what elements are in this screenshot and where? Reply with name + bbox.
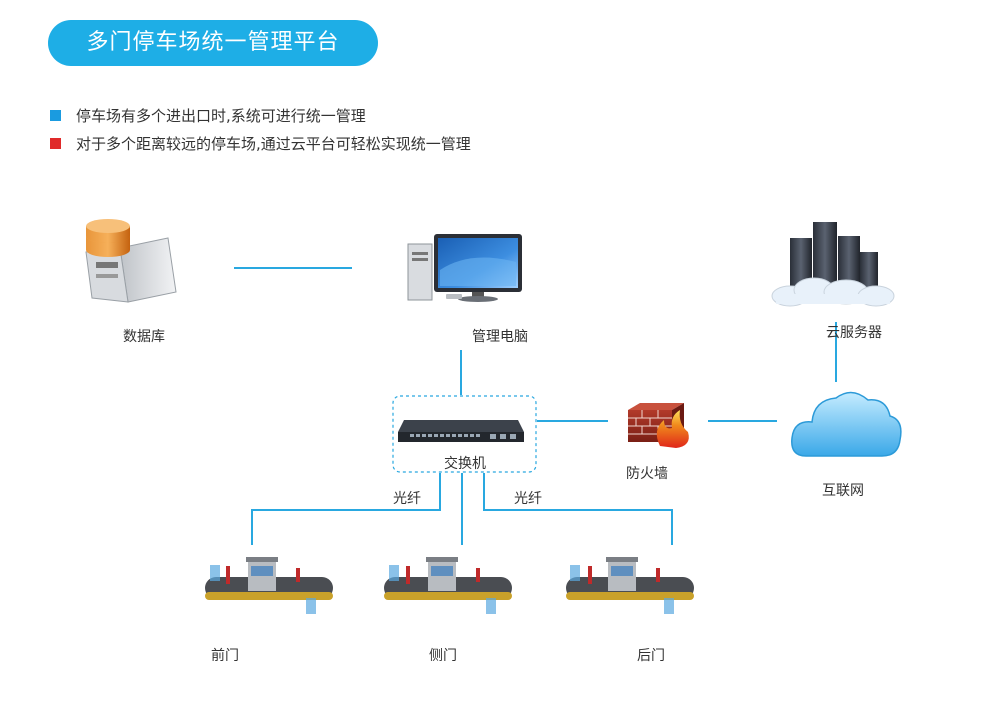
bullet-text: 停车场有多个进出口时,系统可进行统一管理 bbox=[76, 106, 366, 125]
database-label: 数据库 bbox=[123, 329, 165, 345]
cloud-server-label: 云服务器 bbox=[826, 325, 882, 341]
gate-front-illustration bbox=[205, 557, 333, 614]
connection-lines bbox=[234, 267, 837, 545]
firewall-label: 防火墙 bbox=[626, 466, 668, 482]
bullet-text: 对于多个距离较远的停车场,通过云平台可轻松实现统一管理 bbox=[76, 134, 471, 153]
side-gate-label: 侧门 bbox=[429, 648, 457, 664]
bullet-item-cloud: 对于多个距离较远的停车场,通过云平台可轻松实现统一管理 bbox=[50, 129, 471, 157]
gate-back-illustration bbox=[566, 557, 694, 614]
firewall-icon bbox=[628, 403, 689, 448]
database-icon bbox=[85, 219, 177, 303]
bullet-list: 停车场有多个进出口时,系统可进行统一管理 对于多个距离较远的停车场,通过云平台可… bbox=[50, 101, 471, 157]
blue-square-icon bbox=[50, 109, 61, 121]
internet-label: 互联网 bbox=[822, 483, 864, 499]
switch-label: 交换机 bbox=[444, 456, 486, 472]
fiber-left-label: 光纤 bbox=[393, 491, 421, 507]
switch-frame bbox=[392, 395, 537, 473]
gate-side-illustration bbox=[384, 557, 512, 614]
line-switch-back bbox=[483, 473, 673, 545]
computer-label: 管理电脑 bbox=[472, 329, 528, 345]
front-gate-label: 前门 bbox=[211, 648, 239, 664]
computer-icon bbox=[407, 234, 522, 302]
switch-icon bbox=[398, 420, 524, 442]
bullet-item-multi-entrance: 停车场有多个进出口时,系统可进行统一管理 bbox=[50, 101, 471, 129]
back-gate-label: 后门 bbox=[637, 648, 665, 664]
fiber-right-label: 光纤 bbox=[514, 491, 542, 507]
cloud-server-icon bbox=[771, 222, 895, 307]
page-title: 多门停车场统一管理平台 bbox=[48, 20, 378, 66]
red-square-icon bbox=[50, 137, 61, 149]
internet-cloud-icon bbox=[791, 391, 902, 457]
line-switch-front bbox=[251, 473, 441, 545]
